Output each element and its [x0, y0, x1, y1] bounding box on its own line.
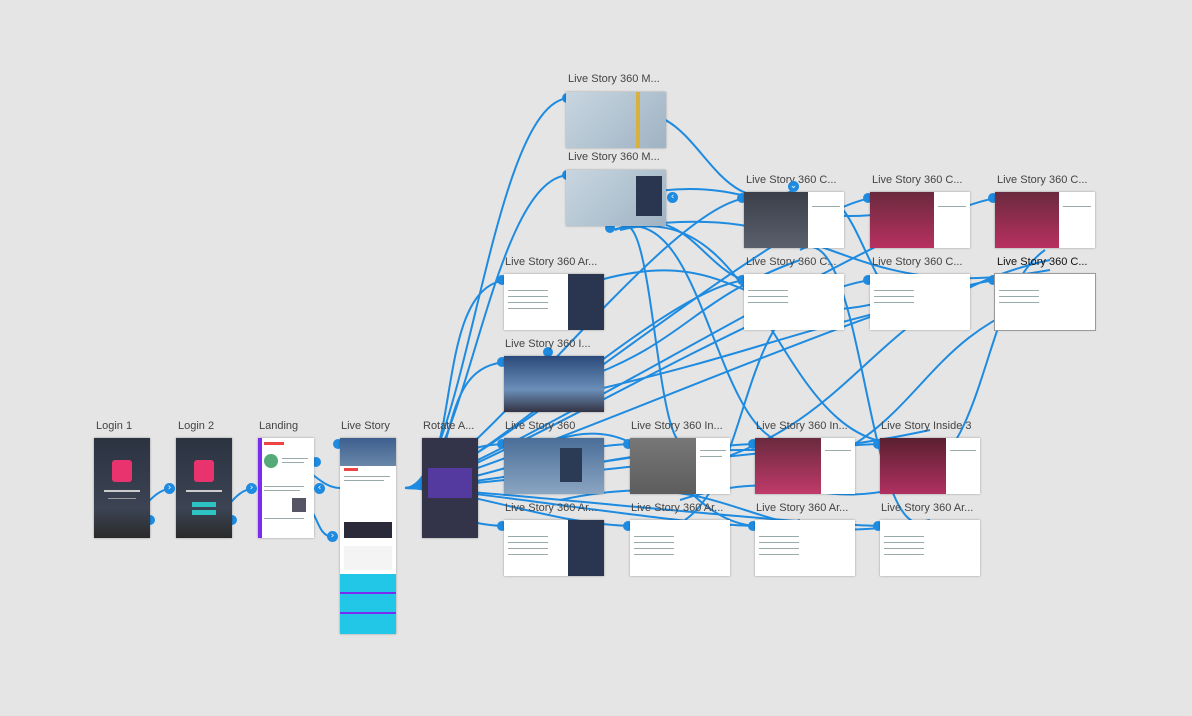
artboard-label-live-story-360-inside-1[interactable]: Live Story 360 In...: [631, 420, 723, 432]
artboard-label-live-story[interactable]: Live Story: [341, 420, 390, 432]
artboard-live-story-360-inside-2[interactable]: [755, 438, 855, 494]
artboard-live-story-360-pano[interactable]: [504, 356, 604, 412]
artboard-live-story-360-ar-top[interactable]: [504, 274, 604, 330]
artboard-label-live-story-360-c5[interactable]: Live Story 360 C...: [872, 256, 963, 268]
link-arrow-right-icon[interactable]: ›: [164, 483, 175, 494]
artboard-landing[interactable]: [258, 438, 314, 538]
artboard-live-story-360-c4[interactable]: [744, 274, 844, 330]
link-arrow-left-icon[interactable]: ‹: [667, 192, 678, 203]
artboard-live-story-360[interactable]: [504, 438, 604, 494]
artboard-label-live-story-360-ar-b[interactable]: Live Story 360 Ar...: [631, 502, 724, 514]
artboard-label-login-2[interactable]: Login 2: [178, 420, 215, 432]
artboard-live-story-360-c1[interactable]: [744, 192, 844, 248]
artboard-label-live-story-360-map-1[interactable]: Live Story 360 M...: [568, 73, 660, 85]
artboard-label-live-story-360-pano[interactable]: Live Story 360 I...: [505, 338, 591, 350]
artboard-live-story-360-c3[interactable]: [995, 192, 1095, 248]
prototype-wire: [559, 429, 931, 471]
artboard-label-live-story-360[interactable]: Live Story 360: [505, 420, 576, 432]
artboard-label-live-story-360-c4[interactable]: Live Story 360 C...: [746, 256, 837, 268]
artboard-rotate[interactable]: [422, 438, 478, 538]
link-arrow-right-icon[interactable]: ›: [327, 531, 338, 542]
artboard-label-live-story-360-c3[interactable]: Live Story 360 C...: [997, 174, 1088, 186]
artboard-live-story-inside-3[interactable]: [880, 438, 980, 494]
artboard-label-landing[interactable]: Landing: [259, 420, 299, 432]
artboard-live-story-360-inside-1[interactable]: [630, 438, 730, 494]
artboard-label-live-story-360-c1[interactable]: Live Story 360 C...: [746, 174, 837, 186]
artboard-label-live-story-360-c6[interactable]: Live Story 360 C...: [997, 256, 1088, 268]
artboard-label-live-story-360-ar-d[interactable]: Live Story 360 Ar...: [881, 502, 974, 514]
artboard-login-1[interactable]: [94, 438, 150, 538]
artboard-login-2[interactable]: [176, 438, 232, 538]
artboard-live-story[interactable]: [340, 438, 396, 634]
artboard-label-live-story-360-map-2[interactable]: Live Story 360 M...: [568, 151, 660, 163]
artboard-live-story-360-map-2[interactable]: [566, 170, 666, 226]
artboard-live-story-360-c2[interactable]: [870, 192, 970, 248]
artboard-live-story-360-ar-a[interactable]: [504, 520, 604, 576]
link-arrow-right-icon[interactable]: ›: [246, 483, 257, 494]
artboard-live-story-360-c5[interactable]: [870, 274, 970, 330]
artboard-live-story-360-map-1[interactable]: [566, 92, 666, 148]
artboard-label-live-story-360-ar-top[interactable]: Live Story 360 Ar...: [505, 256, 598, 268]
artboard-label-live-story-360-ar-a[interactable]: Live Story 360 Ar...: [505, 502, 598, 514]
link-arrow-left-icon[interactable]: ‹: [314, 483, 325, 494]
logo-icon: [112, 460, 132, 482]
artboard-live-story-360-ar-d[interactable]: [880, 520, 980, 576]
artboard-live-story-360-ar-c[interactable]: [755, 520, 855, 576]
prototype-wire: [619, 225, 691, 445]
artboard-live-story-360-c6[interactable]: [994, 273, 1096, 331]
logo-icon: [194, 460, 214, 482]
artboard-live-story-360-ar-b[interactable]: [630, 520, 730, 576]
artboard-label-live-story-inside-3[interactable]: Live Story Inside 3: [881, 420, 972, 432]
link-arrow-down-icon[interactable]: ⌄: [788, 181, 799, 192]
artboard-label-rotate[interactable]: Rotate A...: [423, 420, 475, 432]
artboard-label-login-1[interactable]: Login 1: [96, 420, 133, 432]
artboard-label-live-story-360-ar-c[interactable]: Live Story 360 Ar...: [756, 502, 849, 514]
prototype-wire: [559, 489, 931, 531]
artboard-label-live-story-360-inside-2[interactable]: Live Story 360 In...: [756, 420, 848, 432]
artboard-label-live-story-360-c2[interactable]: Live Story 360 C...: [872, 174, 963, 186]
